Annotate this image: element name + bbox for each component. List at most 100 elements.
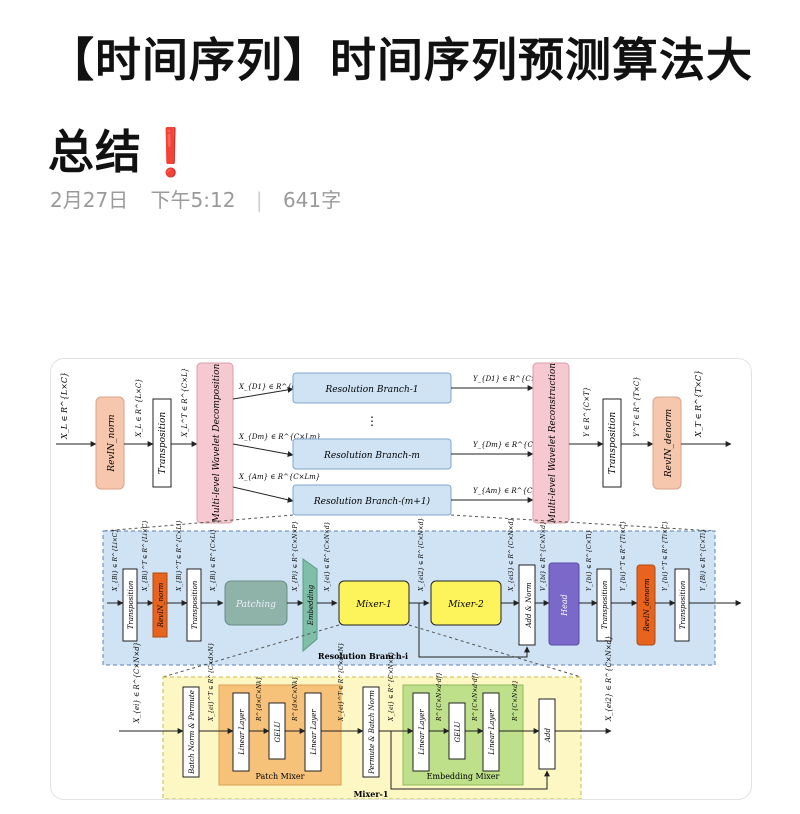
wavelet-decomposition-label: Multi-level Wavelet Decomposition: [212, 363, 222, 523]
arrow: [232, 486, 294, 503]
zoom-line: [162, 624, 340, 678]
label-y: Y ∈ R^{C×T}: [583, 387, 591, 437]
embedding-mixer-caption: Embedding Mixer: [427, 772, 500, 781]
transposition2-label: Transposition: [608, 412, 618, 475]
residual-arrow: [390, 731, 550, 790]
label-r4: R^{C×N×d·df}: [472, 672, 479, 722]
zoom-line: [450, 514, 716, 532]
branch-m-label: Resolution Branch-m: [323, 451, 420, 461]
branch-1-label: Resolution Branch-1: [324, 385, 418, 395]
label-xei2: X_{ei2} ∈ R^{C×N×d}: [418, 517, 425, 592]
transposition2-box: [602, 398, 622, 488]
label-bottom-xei: X_{ei} ∈ R^{C×N×d}: [133, 642, 141, 724]
head-label: Head: [560, 594, 569, 617]
add-label: Add: [544, 727, 552, 743]
label-xnorm: X_{Bi}^T ∈ R^{C×Li}: [176, 520, 183, 592]
linear3-label: Linear Layer: [418, 709, 426, 756]
mid-revin-norm-box: [152, 572, 168, 638]
label-xbi: X_{Bi} ∈ R^{Li×C}: [112, 529, 119, 592]
article-meta: 2月27日 下午5:12 | 641字: [50, 184, 341, 213]
transposition-label: Transposition: [158, 412, 168, 475]
publish-date: 2月27日: [50, 188, 129, 212]
mixer-detail: X_{ei} ∈ R^{C×N×d} Batch Norm & Permute …: [119, 635, 613, 799]
linear2-label: Linear Layer: [310, 709, 318, 756]
gelu1-label: GELU: [274, 720, 282, 742]
label-bottom-xout: X_{ei2} ∈ R^{C×N×d}: [605, 635, 613, 722]
linear3-box: [412, 692, 430, 772]
label-xbit: X_{Bi}^T ∈ R^{Li×C}: [142, 520, 149, 592]
label-yt: Y^T ∈ R^{T×C}: [633, 376, 641, 437]
article-title-text: 【时间序列】时间序列预测算法大总结: [48, 33, 753, 179]
resolution-branch-detail: X_{Bi} ∈ R^{Li×C} Transposition X_{Bi}^T…: [102, 517, 742, 666]
label-ybi: Y_{bi} ∈ R^{C×Ti}: [586, 529, 593, 591]
revin-norm-box: [95, 396, 125, 490]
architecture-diagram: X_L ∈ R^{L×C} RevIN_norm X_L ∈ R^{L×C} T…: [56, 362, 742, 799]
mixer-caption: Mixer-1: [354, 789, 389, 799]
label-xd1: X_{D1} ∈ R^{C×L1}: [238, 383, 316, 391]
label-r5: R^{C×N×d}: [512, 680, 519, 722]
linear4-box: [482, 692, 500, 772]
gelu2-label: GELU: [454, 720, 462, 742]
label-r2: R^{d×C×Nk}: [292, 676, 299, 722]
label-xlt: X_L^T ∈ R^{C×L}: [181, 368, 189, 438]
mid-transposition-box: [122, 568, 138, 642]
label-xl: X_L ∈ R^{L×C}: [60, 372, 69, 440]
mixer1-label: Mixer-1: [355, 600, 392, 610]
head-box: [548, 562, 580, 646]
mid-revin-denorm-box: [636, 564, 656, 646]
label-xpi: X_{Pi} ∈ R^{C×N×P}: [292, 521, 299, 592]
mid-transposition4-box: [674, 568, 690, 642]
mid-revin-norm-label: RevIN_norm: [157, 582, 165, 628]
branch-caption: Resolution Branch-i: [318, 651, 408, 661]
arrow: [232, 443, 294, 457]
label-yam: Y_{Am} ∈ R^{C×Tm}: [473, 487, 554, 495]
label-r1: R^{d×C×Nk}: [256, 676, 263, 722]
word-count: 641字: [282, 188, 342, 212]
zoom-line: [102, 514, 294, 532]
label-yden: Y_{bi}^T ∈ R^{Ti×C}: [662, 520, 669, 591]
article-title: 【时间序列】时间序列预测算法大总结❗: [48, 14, 778, 198]
transposition-box: [152, 398, 172, 488]
label-bottom-xei3: X_{ei} ∈ R^{C×N×d}: [388, 651, 395, 722]
wavelet-decomposition-box: [196, 362, 234, 524]
linear1-box: [232, 692, 250, 772]
permute-bn-label: Permute & Batch Norm: [368, 690, 376, 775]
wavelet-reconstruction-label: Multi-level Wavelet Reconstruction: [548, 363, 558, 524]
linear1-label: Linear Layer: [238, 709, 246, 756]
linear2-box: [304, 692, 322, 772]
label-xt: X_T ∈ R^{T×C}: [694, 370, 703, 438]
permute-bn-box: [362, 686, 380, 778]
label-xei: X_{ei} ∈ R^{C×N×d}: [324, 521, 331, 592]
add-box: [538, 698, 556, 770]
label-vbi: V_{bi} ∈ R^{C×N×d}: [540, 521, 547, 591]
mixer2-label: Mixer-2: [447, 600, 484, 610]
embedding-trapezoid: [302, 558, 318, 653]
mid-transposition3-label: Transposition: [601, 580, 609, 629]
label-xtrans2: X_{Bi} ∈ R^{C×Li}: [210, 529, 217, 592]
mid-transposition2-label: Transposition: [191, 580, 199, 629]
label-xl-norm: X_L ∈ R^{L×C}: [135, 378, 143, 438]
bn-permute-label: Batch Norm & Permute: [188, 690, 196, 775]
label-ybout: Y_{Bi} ∈ R^{C×Ti}: [700, 529, 707, 591]
branch-m1-label: Resolution Branch-(m+1): [313, 496, 431, 507]
label-xei3: X_{ei3} ∈ R^{C×N×d}: [508, 517, 515, 592]
add-norm-box: [518, 564, 536, 646]
arrow: [232, 386, 294, 400]
revin-denorm-box: [652, 396, 682, 490]
bn-permute-box: [182, 686, 200, 778]
revin-norm-label: RevIN_norm: [107, 414, 117, 472]
label-ybit: Y_{bi}^T ∈ R^{Ti×C}: [620, 520, 627, 591]
label-r3: R^{C×N×d·df}: [436, 672, 443, 722]
ellipsis: ⋮: [366, 414, 378, 428]
label-ydm: Y_{Dm} ∈ R^{C×Tm}: [473, 441, 554, 449]
label-xdm: X_{Dm} ∈ R^{C×Lm}: [238, 433, 321, 441]
mid-transposition3-box: [596, 568, 612, 642]
publish-time: 下午5:12: [150, 188, 236, 212]
top-pipeline: X_L ∈ R^{L×C} RevIN_norm X_L ∈ R^{L×C} T…: [56, 362, 732, 524]
wavelet-reconstruction-box: [532, 362, 570, 524]
label-yd1: Y_{D1} ∈ R^{C×T1}: [473, 375, 550, 383]
label-xam: X_{Am} ∈ R^{C×Lm}: [238, 473, 320, 481]
residual-arrow: [418, 603, 530, 658]
embedding-label: Embedding: [307, 584, 315, 626]
patching-label: Patching: [235, 600, 276, 610]
